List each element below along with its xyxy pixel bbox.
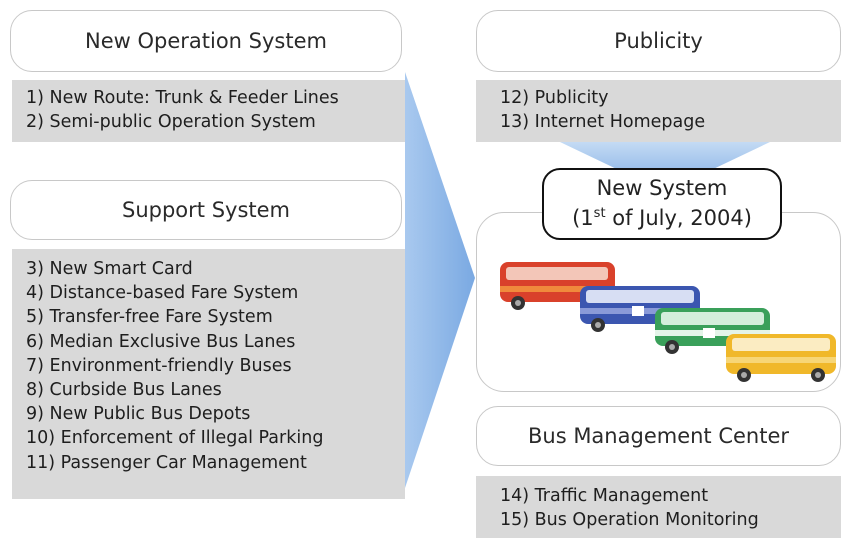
new-operation-system-list: 1) New Route: Trunk & Feeder Lines 2) Se… xyxy=(12,80,405,142)
list-item: 13) Internet Homepage xyxy=(500,112,706,133)
support-system-list: 3) New Smart Card 4) Distance-based Fare… xyxy=(12,249,405,499)
down-arrow xyxy=(560,142,770,192)
new-operation-system-title: New Operation System xyxy=(85,29,327,53)
new-operation-system-header: New Operation System xyxy=(10,10,402,72)
publicity-title: Publicity xyxy=(614,29,703,53)
list-item: 3) New Smart Card xyxy=(26,259,193,279)
list-item: 12) Publicity xyxy=(500,88,609,108)
list-item: 4) Distance-based Fare System xyxy=(26,283,299,304)
list-item: 7) Environment-friendly Buses xyxy=(26,355,292,376)
list-item: 10) Enforcement of Illegal Parking xyxy=(26,428,324,449)
new-system-title: New System xyxy=(596,176,728,200)
bus-management-center-list: 14) Traffic Management 15) Bus Operation… xyxy=(476,476,841,538)
publicity-header: Publicity xyxy=(476,10,841,72)
bus-yellow-image xyxy=(726,334,836,382)
list-item: 8) Curbside Bus Lanes xyxy=(26,380,222,401)
support-system-title: Support System xyxy=(122,198,290,222)
new-system-date: (1st of July, 2004) xyxy=(572,206,752,230)
list-item: 5) Transfer-free Fare System xyxy=(26,307,273,328)
list-item: 1) New Route: Trunk & Feeder Lines xyxy=(26,88,339,108)
new-system-label: New System (1st of July, 2004) xyxy=(542,168,782,240)
publicity-list: 12) Publicity 13) Internet Homepage xyxy=(476,80,841,142)
support-system-header: Support System xyxy=(10,180,402,240)
list-item: 9) New Public Bus Depots xyxy=(26,404,251,425)
bus-management-center-header: Bus Management Center xyxy=(476,406,841,466)
bus-management-center-title: Bus Management Center xyxy=(527,424,790,448)
list-item: 6) Median Exclusive Bus Lanes xyxy=(26,331,296,352)
list-item: 2) Semi-public Operation System xyxy=(26,112,316,133)
list-item: 11) Passenger Car Management xyxy=(26,452,307,473)
list-item: 14) Traffic Management xyxy=(500,486,709,506)
right-arrow xyxy=(405,72,475,488)
list-item: 15) Bus Operation Monitoring xyxy=(500,510,759,531)
